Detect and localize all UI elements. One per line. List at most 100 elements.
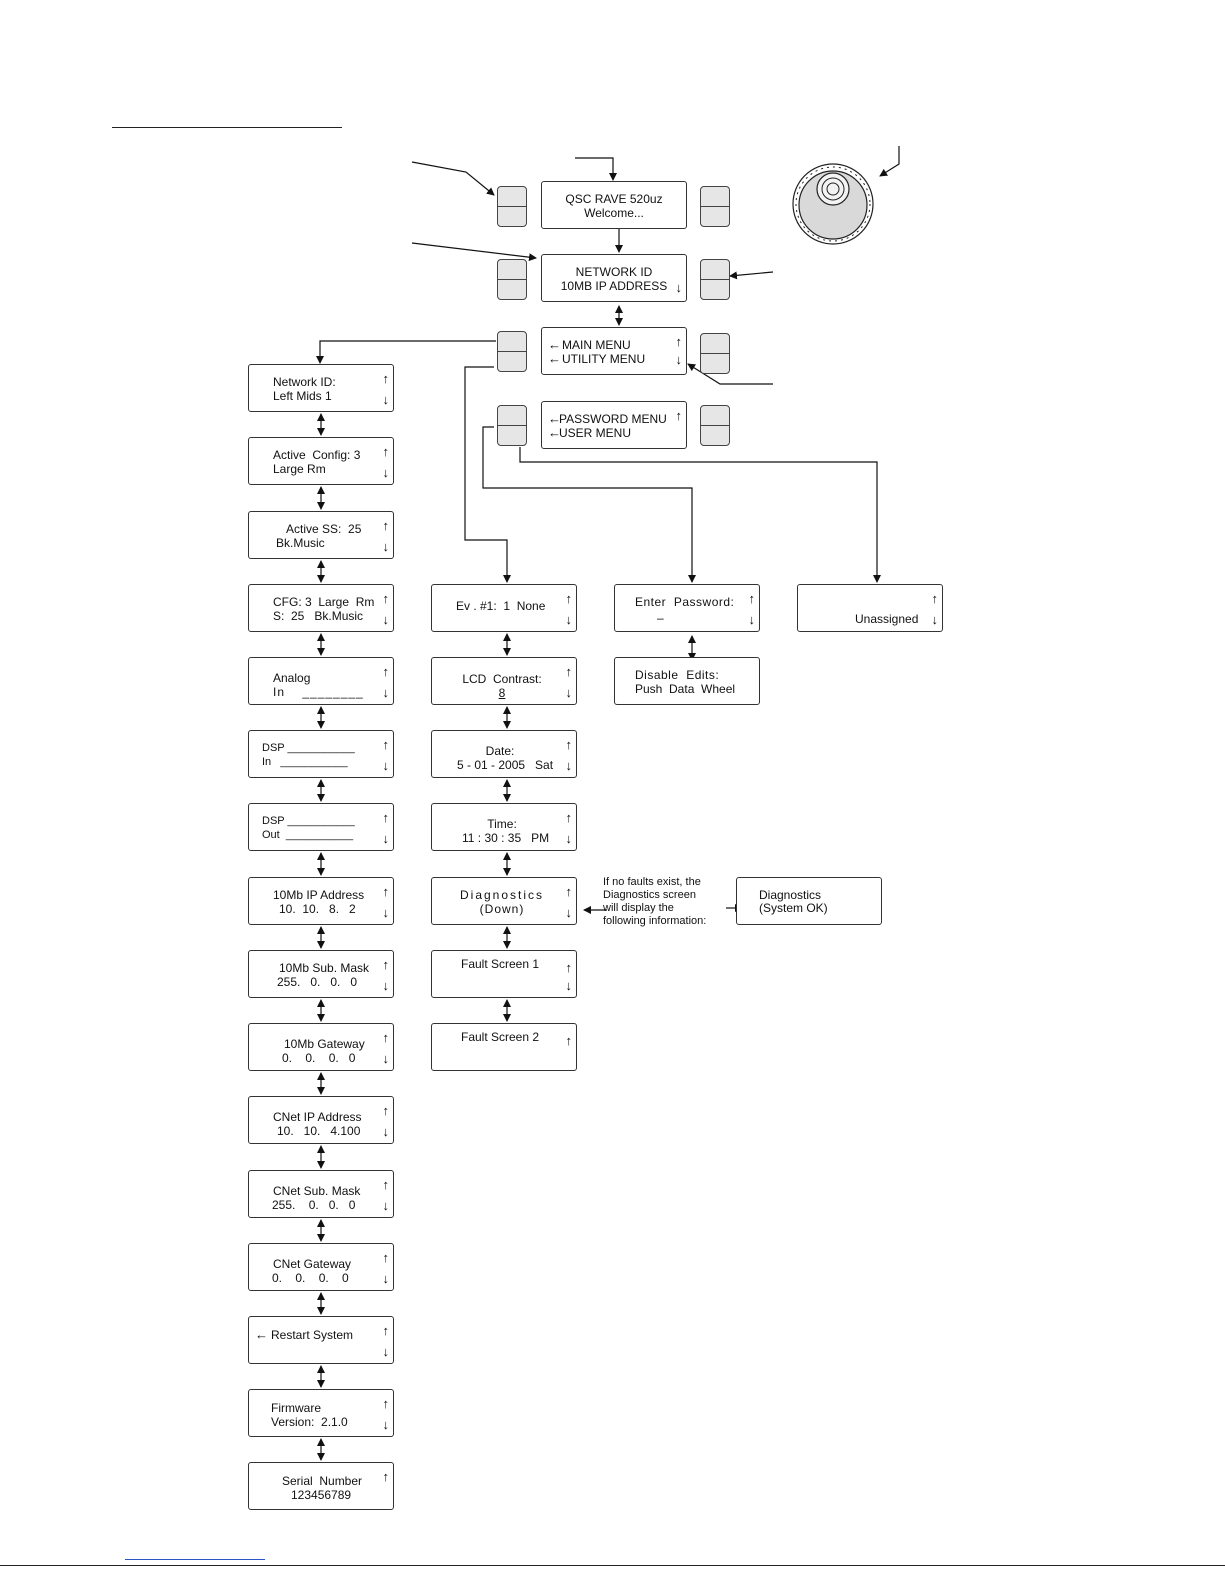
lcd-line-2: 255. 0. 0. 0 [272, 1198, 356, 1212]
up-arrow-icon: ↑ [382, 810, 390, 825]
lcd-line-1: Time: [487, 817, 517, 831]
up-arrow-icon: ↑ [382, 518, 390, 533]
lcd-firmware-version: Firmware Version: 2.1.0 ↑ ↓ [248, 1389, 394, 1437]
up-arrow-icon: ↑ [675, 334, 683, 349]
lcd-line-2: Unassigned [855, 612, 919, 626]
left-soft-button[interactable] [497, 186, 527, 227]
lcd-active-snapshot: Active SS: 25 Bk.Music ↑ ↓ [248, 511, 394, 559]
up-arrow-icon: ↑ [382, 1030, 390, 1045]
lcd-line-2: Left Mids 1 [273, 389, 332, 403]
down-arrow-icon: ↓ [382, 539, 390, 554]
lcd-line-2: 255. 0. 0. 0 [277, 975, 358, 989]
lcd-line-1: CNet Sub. Mask [273, 1184, 361, 1198]
lcd-line-1: 10Mb Gateway [284, 1037, 365, 1051]
left-soft-button[interactable] [497, 259, 527, 300]
lcd-enter-password: Enter Password: – ↑ ↓ [614, 584, 760, 632]
lcd-line-2: 10MB IP ADDRESS [560, 279, 668, 293]
lcd-line-1: Active Config: 3 [273, 448, 361, 462]
right-soft-button[interactable] [700, 405, 730, 446]
down-arrow-icon: ↓ [931, 612, 939, 627]
up-arrow-icon: ↑ [565, 664, 573, 679]
lcd-line-2: Push Data Wheel [635, 682, 736, 696]
down-arrow-icon: ↓ [748, 612, 756, 627]
lcd-menu-screen: ← MAIN MENU ← UTILITY MENU ↑ ↓ [541, 327, 687, 375]
lcd-line-1: DSP ___________ [262, 815, 355, 827]
lcd-line-1: Serial Number [282, 1474, 363, 1488]
lcd-line-2: Welcome... [584, 206, 644, 220]
lcd-line-1: LCD Contrast: [462, 672, 542, 686]
lcd-line-1: Active SS: 25 [286, 522, 362, 536]
lcd-line-1: Diagnostics [759, 888, 822, 902]
lcd-cfg-snapshot: CFG: 3 Large Rm S: 25 Bk.Music ↑ ↓ [248, 584, 394, 632]
up-arrow-icon: ↑ [382, 957, 390, 972]
lcd-network-screen: NETWORK ID 10MB IP ADDRESS ↓ [541, 254, 687, 302]
lcd-line-1: 10Mb Sub. Mask [279, 961, 370, 975]
data-wheel-icon [792, 163, 874, 245]
lcd-10mb-gateway: 10Mb Gateway 0. 0. 0. 0 ↑ ↓ [248, 1023, 394, 1071]
password-menu-soft-button[interactable] [497, 405, 527, 446]
lcd-fault-screen-1: Fault Screen 1 ↑ ↓ [431, 950, 577, 998]
up-arrow-icon: ↑ [382, 664, 390, 679]
right-soft-button[interactable] [700, 333, 730, 374]
down-arrow-icon: ↓ [382, 392, 390, 407]
footer-link-underline [125, 1559, 265, 1560]
down-arrow-icon: ↓ [565, 758, 573, 773]
down-arrow-icon: ↓ [675, 280, 683, 295]
up-arrow-icon: ↑ [382, 444, 390, 459]
lcd-line-2: 0. 0. 0. 0 [282, 1051, 356, 1065]
down-arrow-icon: ↓ [382, 1051, 390, 1066]
lcd-network-id: Network ID: Left Mids 1 ↑ ↓ [248, 364, 394, 412]
lcd-line-2: In ___________ [262, 756, 348, 768]
lcd-line-1: Disable Edits: [635, 668, 720, 682]
right-soft-button[interactable] [700, 186, 730, 227]
lcd-diagnostics: Diagnostics (Down) ↑ ↓ [431, 877, 577, 925]
up-arrow-icon: ↑ [931, 591, 939, 606]
down-arrow-icon: ↓ [382, 978, 390, 993]
up-arrow-icon: ↑ [382, 884, 390, 899]
up-arrow-icon: ↑ [382, 1103, 390, 1118]
left-arrow-icon: ← [255, 1327, 268, 1342]
lcd-line-2: Version: 2.1.0 [271, 1415, 348, 1429]
down-arrow-icon: ↓ [382, 1417, 390, 1432]
lcd-welcome-screen: QSC RAVE 520uz Welcome... [541, 181, 687, 229]
up-arrow-icon: ↑ [382, 371, 390, 386]
down-arrow-icon: ↓ [382, 685, 390, 700]
up-arrow-icon: ↑ [382, 1469, 390, 1484]
lcd-line-1: 10Mb IP Address [273, 888, 365, 902]
lcd-dsp-in: DSP ___________ In ___________ ↑ ↓ [248, 730, 394, 778]
lcd-time: Time: 11 : 30 : 35 PM ↑ ↓ [431, 803, 577, 851]
down-arrow-icon: ↓ [565, 905, 573, 920]
down-arrow-icon: ↓ [382, 905, 390, 920]
up-arrow-icon: ↑ [565, 960, 573, 975]
lcd-cnet-ip-address: CNet IP Address 10. 10. 4.100 ↑ ↓ [248, 1096, 394, 1144]
lcd-analog-in: Analog In ________ ↑ ↓ [248, 657, 394, 705]
lcd-line-1: Date: [485, 744, 515, 758]
down-arrow-icon: ↓ [382, 612, 390, 627]
down-arrow-icon: ↓ [382, 758, 390, 773]
right-soft-button[interactable] [700, 259, 730, 300]
left-arrow-icon: ← [548, 425, 561, 440]
lcd-active-config: Active Config: 3 Large Rm ↑ ↓ [248, 437, 394, 485]
lcd-lcd-contrast: LCD Contrast: 8 ↑ ↓ [431, 657, 577, 705]
lcd-line-2: Large Rm [273, 462, 326, 476]
lcd-cnet-sub-mask: CNet Sub. Mask 255. 0. 0. 0 ↑ ↓ [248, 1170, 394, 1218]
lcd-line-1: Fault Screen 1 [461, 957, 540, 971]
lcd-line-1: Diagnostics [459, 888, 545, 902]
up-arrow-icon: ↑ [382, 1177, 390, 1192]
lcd-fault-screen-2: Fault Screen 2 ↑ [431, 1023, 577, 1071]
down-arrow-icon: ↓ [382, 1344, 390, 1359]
up-arrow-icon: ↑ [382, 1250, 390, 1265]
lcd-dsp-out: DSP ___________ Out ___________ ↑ ↓ [248, 803, 394, 851]
up-arrow-icon: ↑ [565, 737, 573, 752]
left-arrow-icon: ← [548, 351, 561, 366]
down-arrow-icon: ↓ [382, 1124, 390, 1139]
lcd-line-2: (System OK) [759, 901, 828, 915]
lcd-password-menu-screen: ← PASSWORD MENU ← USER MENU ↑ [541, 401, 687, 449]
main-menu-label: MAIN MENU [562, 338, 631, 352]
main-menu-soft-button[interactable] [497, 331, 527, 372]
lcd-line-2: 11 : 30 : 35 PM [462, 831, 550, 845]
down-arrow-icon: ↓ [565, 831, 573, 846]
lcd-line-1: NETWORK ID [575, 265, 653, 279]
lcd-line-2: Out ___________ [262, 829, 354, 841]
